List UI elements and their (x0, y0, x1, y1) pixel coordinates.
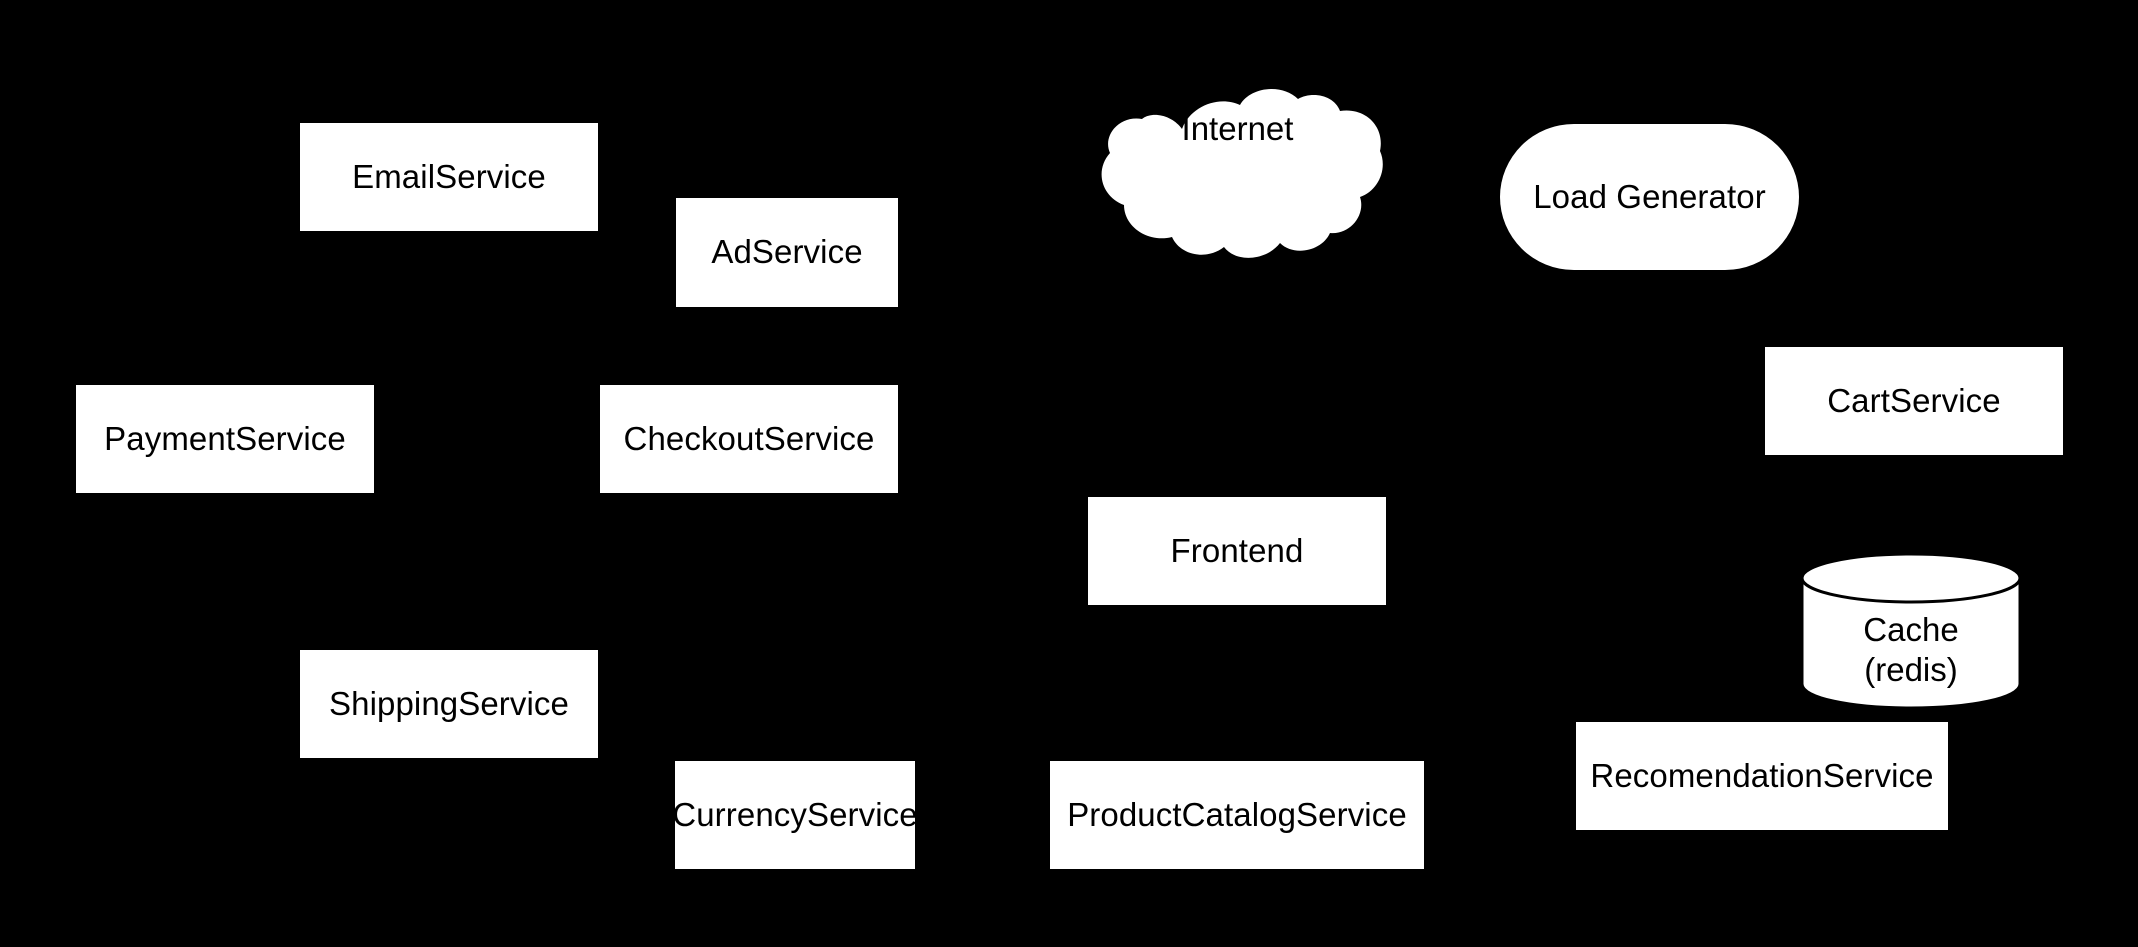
node-label: ShippingService (329, 684, 569, 722)
node-label: ProductCatalogService (1067, 795, 1407, 833)
node-label-line-1: Cache (1863, 611, 1959, 648)
node-label: PaymentService (104, 419, 346, 457)
node-frontend[interactable]: Frontend (1088, 497, 1386, 605)
node-recomendation-service[interactable]: RecomendationService (1576, 722, 1948, 830)
node-label: Internet (1181, 110, 1294, 147)
database-cylinder-icon (1800, 552, 2022, 710)
node-ad-service[interactable]: AdService (676, 198, 898, 307)
node-load-generator[interactable]: Load Generator (1500, 124, 1799, 270)
node-label: CartService (1827, 381, 2001, 419)
node-label: CurrencyService (672, 795, 918, 833)
node-internet[interactable]: Internet (1090, 85, 1385, 273)
node-label: CheckoutService (623, 419, 875, 457)
node-shipping-service[interactable]: ShippingService (300, 650, 598, 758)
node-label: AdService (711, 233, 863, 271)
node-label-line-2: (redis) (1864, 651, 1958, 688)
node-cart-service[interactable]: CartService (1765, 347, 2063, 455)
node-email-service[interactable]: EmailService (300, 123, 598, 231)
node-label: Load Generator (1533, 177, 1766, 215)
node-payment-service[interactable]: PaymentService (76, 385, 374, 493)
cloud-icon (1101, 88, 1383, 258)
node-checkout-service[interactable]: CheckoutService (600, 385, 898, 493)
node-currency-service[interactable]: CurrencyService (672, 761, 918, 869)
node-label: Frontend (1170, 531, 1304, 569)
node-label: EmailService (352, 157, 546, 195)
node-cache-redis[interactable]: Cache (redis) (1800, 552, 2022, 710)
node-product-catalog-service[interactable]: ProductCatalogService (1050, 761, 1424, 869)
node-label: RecomendationService (1590, 756, 1934, 794)
